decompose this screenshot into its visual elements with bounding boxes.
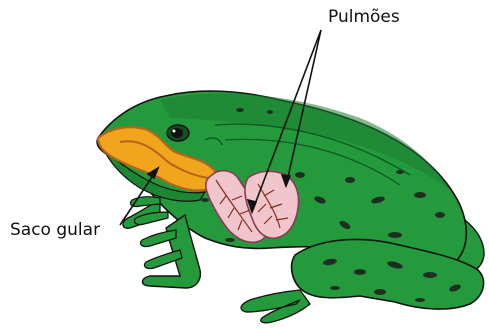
- hind-foot: [241, 290, 310, 323]
- eye: [167, 125, 189, 141]
- lungs-label: Pulmões: [328, 9, 400, 26]
- vocal-sac-label: Saco gular: [10, 222, 100, 239]
